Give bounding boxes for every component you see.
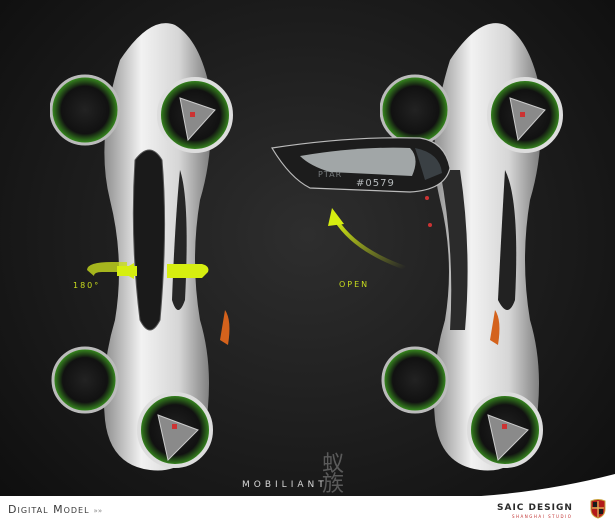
car-view-right (380, 0, 580, 500)
open-label: OPEN (339, 280, 370, 289)
rotate-180-arrow-icon (87, 262, 209, 279)
open-canopy (270, 128, 460, 208)
roewe-shield-emblem-icon (590, 499, 606, 519)
car-view-left (50, 0, 250, 500)
rotation-label: 180° (73, 281, 101, 290)
studio-logo-text: SAIC DESIGN (497, 503, 573, 513)
vehicle-right-illustration (380, 23, 563, 471)
model-name: MOBILIANT (242, 480, 328, 490)
footer-band (0, 496, 615, 522)
canopy-code: #0579 (356, 178, 395, 189)
open-arrow-icon (328, 208, 406, 270)
footer-title: Digital Model»» (8, 503, 102, 516)
model-name-chinese: 蚁族 (322, 452, 345, 497)
footer-title-text: Digital Model (8, 503, 90, 516)
canopy-lettering: PTAR (318, 170, 343, 179)
studio-subtitle: SHANGHAI STUDIO (512, 514, 573, 519)
vehicle-left-illustration (50, 23, 233, 471)
footer-arrows-icon: »» (93, 507, 103, 515)
